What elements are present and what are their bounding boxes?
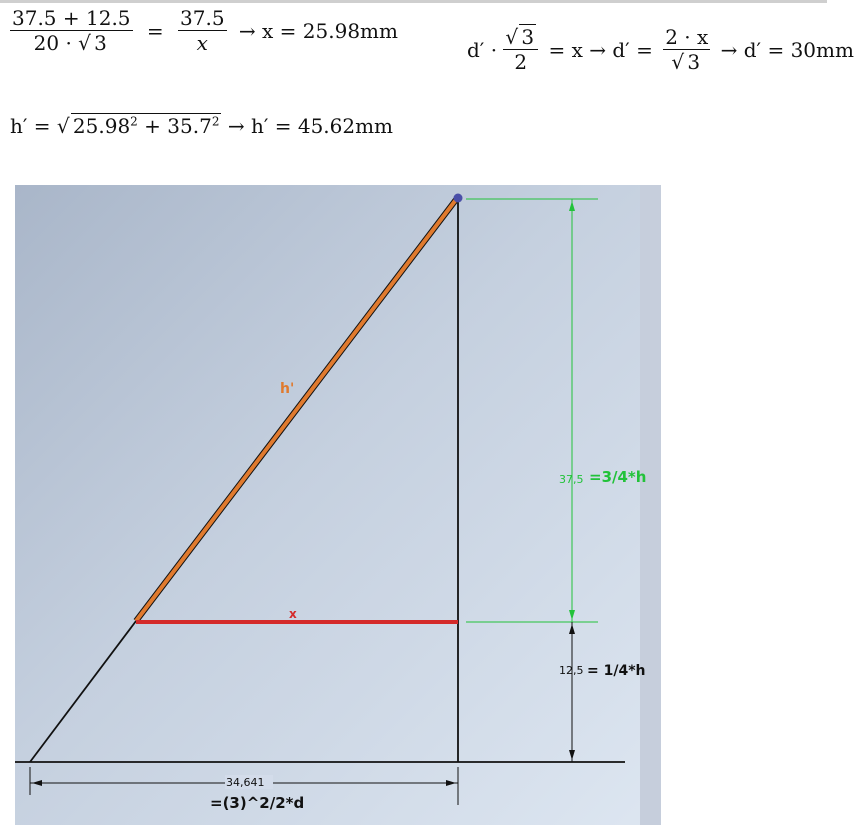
eq3-a: 25.98	[72, 113, 131, 138]
dim-base-value: 34,641	[226, 776, 265, 789]
eq2-prefix: d′ ·	[467, 37, 498, 62]
eq3-sqrt: √25.982 + 35.72	[56, 112, 222, 138]
triangle-sketch: h' x 37,5 =3/4*h 12,5 = 1/4*h 34,641 =(3…	[15, 193, 646, 812]
apex-point	[453, 193, 463, 203]
dim-upper-expression: =3/4*h	[589, 468, 646, 486]
top-border	[0, 0, 827, 3]
eq2-frac1-numerator: √3	[503, 24, 539, 50]
eq3-b: + 35.7	[137, 113, 212, 138]
eq2-fraction-1: √3 2	[503, 24, 539, 74]
label-h-prime: h'	[280, 381, 294, 397]
eq3-a-exp: 2	[130, 113, 138, 128]
hypotenuse-lower	[29, 620, 137, 763]
dim-base-label-bg	[225, 775, 273, 789]
eq1-right-fraction: 37.5 x	[178, 6, 227, 55]
dim-upper-arrow-top	[569, 201, 575, 211]
dim-lower-arrow-bottom	[569, 750, 575, 760]
eq1-right-numerator: 37.5	[178, 6, 227, 31]
eq3-result: → h′ = 45.62mm	[227, 113, 394, 138]
eq1-den-prefix: 20 ·	[33, 31, 79, 55]
eq1-left-numerator: 37.5 + 12.5	[10, 6, 133, 31]
eq1-right-denominator: x	[178, 31, 227, 55]
equation-3: h′ = √25.982 + 35.72 → h′ = 45.62mm	[10, 112, 393, 138]
eq2-frac1-denominator: 2	[514, 50, 528, 74]
eq2-frac2-sqrt-value: 3	[685, 49, 703, 74]
eq1-equals: =	[146, 18, 164, 43]
dim-base-expression: =(3)^2/2*d	[210, 794, 304, 812]
eq3-b-exp: 2	[211, 113, 220, 128]
cad-viewport: h' x 37,5 =3/4*h 12,5 = 1/4*h 34,641 =(3…	[15, 185, 661, 825]
dim-base-arrow-left	[32, 780, 42, 786]
eq3-prefix: h′ =	[10, 113, 51, 138]
dim-base-arrow-right	[446, 780, 456, 786]
dim-upper-arrow-bottom	[569, 610, 575, 620]
eq1-x: x	[196, 31, 208, 55]
dim-lower-expression: = 1/4*h	[587, 663, 646, 679]
dim-lower-arrow-top	[569, 624, 575, 634]
eq2-frac1-sqrt-value: 3	[519, 24, 537, 49]
eq2-result: → d′ = 30mm	[720, 37, 854, 62]
eq2-frac2-numerator: 2 · x	[663, 25, 711, 50]
equation-2: d′ · √3 2 = x → d′ = 2 · x √3 → d′ = 30m…	[467, 24, 854, 74]
equation-1: 37.5 + 12.5 20 · √3 = 37.5 x → x = 25.98…	[10, 6, 398, 55]
eq2-middle: = x → d′ =	[548, 37, 653, 62]
h-prime-segment	[134, 195, 460, 623]
eq2-fraction-2: 2 · x √3	[663, 25, 711, 74]
dim-upper-value: 37,5	[559, 473, 584, 486]
eq1-result: → x = 25.98mm	[238, 18, 398, 43]
eq1-left-denominator: 20 · √3	[10, 30, 133, 55]
dim-lower-value: 12,5	[559, 664, 584, 677]
label-x: x	[289, 607, 297, 621]
eq1-left-fraction: 37.5 + 12.5 20 · √3	[10, 6, 133, 55]
eq2-frac2-denominator: √3	[671, 49, 703, 74]
eq1-sqrt: √3	[78, 30, 109, 55]
cad-right-strip	[640, 185, 661, 825]
eq1-sqrt-value: 3	[92, 30, 109, 55]
